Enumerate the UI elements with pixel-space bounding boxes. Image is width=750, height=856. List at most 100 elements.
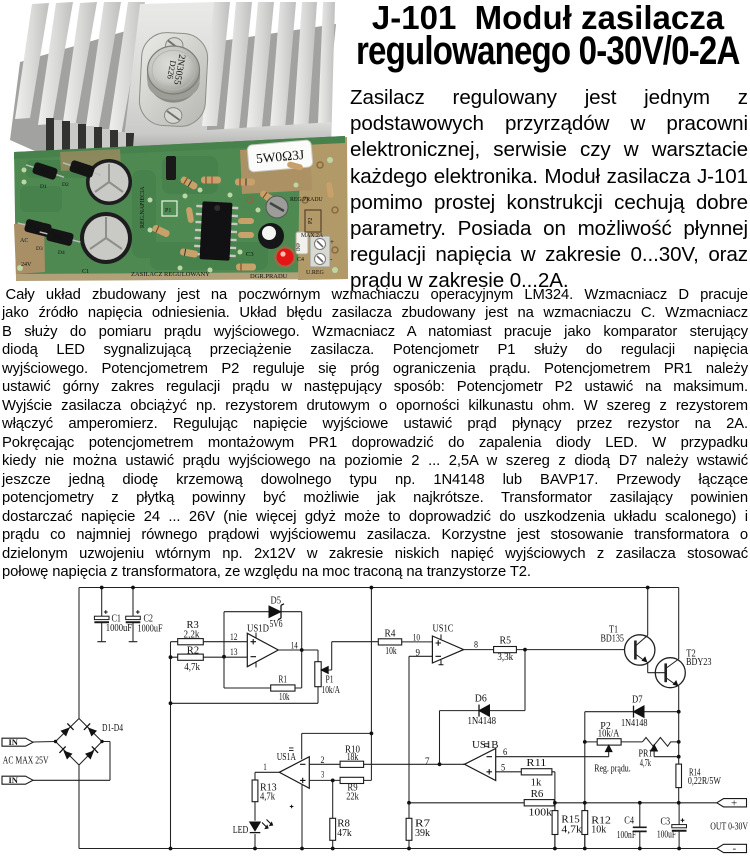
svg-text:BDY23: BDY23 [686,656,712,668]
svg-text:7: 7 [425,756,430,766]
svg-text:R10: R10 [345,744,360,756]
svg-text:D226: D226 [165,60,178,80]
svg-text:R14: R14 [689,767,701,779]
svg-text:12: 12 [230,632,238,642]
svg-text:AC: AC [20,238,28,244]
svg-text:R15: R15 [561,814,580,826]
svg-text:C4: C4 [297,257,304,263]
svg-text:R12: R12 [591,815,611,827]
svg-text:4,7k: 4,7k [184,661,200,673]
svg-text:10k: 10k [591,824,606,836]
svg-text:ZASILACZ REGULOWANY: ZASILACZ REGULOWANY [131,271,210,278]
svg-text:T2: T2 [686,648,696,660]
svg-text:1N4148: 1N4148 [468,715,497,727]
svg-text:1: 1 [263,762,267,772]
svg-text:US1D: US1D [247,623,269,635]
svg-text:10k/A: 10k/A [598,728,620,740]
svg-text:8: 8 [474,640,478,650]
svg-text:1000uF: 1000uF [106,622,132,634]
svg-text:D1-D4: D1-D4 [102,722,123,734]
svg-text:R8: R8 [337,818,350,830]
svg-text:REG.PRADU: REG.PRADU [290,197,324,203]
svg-text:10k/A: 10k/A [322,684,341,696]
svg-text:C2: C2 [144,613,154,625]
svg-text:D4: D4 [58,250,65,256]
svg-text:DGR.PRADU: DGR.PRADU [250,273,288,280]
svg-text:1N4148: 1N4148 [621,717,648,729]
svg-text:4,7k: 4,7k [561,824,582,836]
svg-text:4,7k: 4,7k [640,757,651,769]
svg-text:1000uF: 1000uF [138,622,163,634]
svg-text:C1: C1 [112,613,122,625]
svg-text:R2: R2 [187,644,199,656]
svg-text:D1: D1 [40,184,47,190]
svg-text:0: 0 [77,165,83,174]
svg-text:U.REG: U.REG [306,270,325,276]
svg-text:R3: R3 [187,619,200,631]
svg-text:OUT 0-30V: OUT 0-30V [710,821,748,833]
svg-text:4,7k: 4,7k [260,791,275,803]
svg-text:P2: P2 [308,218,314,224]
svg-text:+: + [330,238,334,246]
svg-text:C3: C3 [661,816,671,828]
svg-text:BD135: BD135 [601,632,625,644]
svg-text:5W0Ω3J: 5W0Ω3J [255,147,304,166]
svg-text:R9: R9 [347,782,358,794]
svg-text:T1: T1 [609,624,618,636]
svg-text:Reg. prądu.: Reg. prądu. [594,763,631,775]
svg-text:2: 2 [321,755,325,765]
svg-text:08: 08 [54,233,63,243]
svg-text:9: 9 [416,648,421,658]
svg-text:D7: D7 [632,694,643,706]
svg-text:C3: C3 [246,251,254,258]
svg-text:D3: D3 [36,246,43,252]
svg-text:P2: P2 [600,720,611,732]
svg-text:D5: D5 [271,595,282,607]
svg-text:+: + [731,797,737,809]
svg-text:R13: R13 [260,782,277,794]
svg-text:100k: 100k [529,807,553,819]
svg-text:-: - [733,843,737,855]
svg-text:-: - [330,255,333,263]
svg-text:100nF: 100nF [617,829,636,841]
svg-text:24V: 24V [21,262,32,268]
svg-text:18k: 18k [347,751,359,763]
svg-text:IN: IN [9,775,19,785]
svg-text:PR1: PR1 [639,747,653,759]
svg-text:INP: INP [297,243,302,251]
svg-text:US1A: US1A [277,751,296,763]
svg-text:14: 14 [291,640,298,650]
svg-text:D2: D2 [62,182,69,188]
svg-text:US1B: US1B [472,739,499,751]
svg-text:10k: 10k [385,645,397,657]
svg-text:R1: R1 [279,674,288,686]
svg-text:REG.NAPIECIA: REG.NAPIECIA [140,186,146,228]
svg-text:1k: 1k [531,777,542,789]
svg-text:0,22R/5W: 0,22R/5W [688,775,721,787]
svg-text:R5: R5 [500,635,512,647]
svg-text:C4: C4 [624,815,634,827]
svg-text:39k: 39k [415,827,430,839]
svg-text:R6: R6 [531,788,544,800]
svg-text:5V6: 5V6 [270,618,283,630]
svg-text:US1C: US1C [433,623,454,635]
svg-text:3: 3 [321,770,325,780]
svg-text:100uF: 100uF [657,829,676,841]
svg-text:13: 13 [230,647,238,657]
svg-text:C1: C1 [82,269,89,275]
svg-text:R7: R7 [415,818,431,830]
svg-text:MAX.2A: MAX.2A [301,233,324,239]
svg-text:LED: LED [233,824,249,836]
svg-text:AC MAX 25V: AC MAX 25V [3,755,49,767]
svg-text:P1: P1 [326,674,334,686]
svg-text:10k: 10k [279,691,290,703]
svg-text:10: 10 [413,633,421,643]
svg-text:5: 5 [501,762,506,772]
svg-text:47k: 47k [337,827,352,839]
svg-text:22k: 22k [346,791,359,803]
svg-text:R11: R11 [526,757,546,769]
svg-text:6: 6 [503,747,508,757]
svg-text:08: 08 [40,167,50,177]
svg-text:IN: IN [9,737,19,747]
svg-text:3,3k: 3,3k [497,651,513,663]
